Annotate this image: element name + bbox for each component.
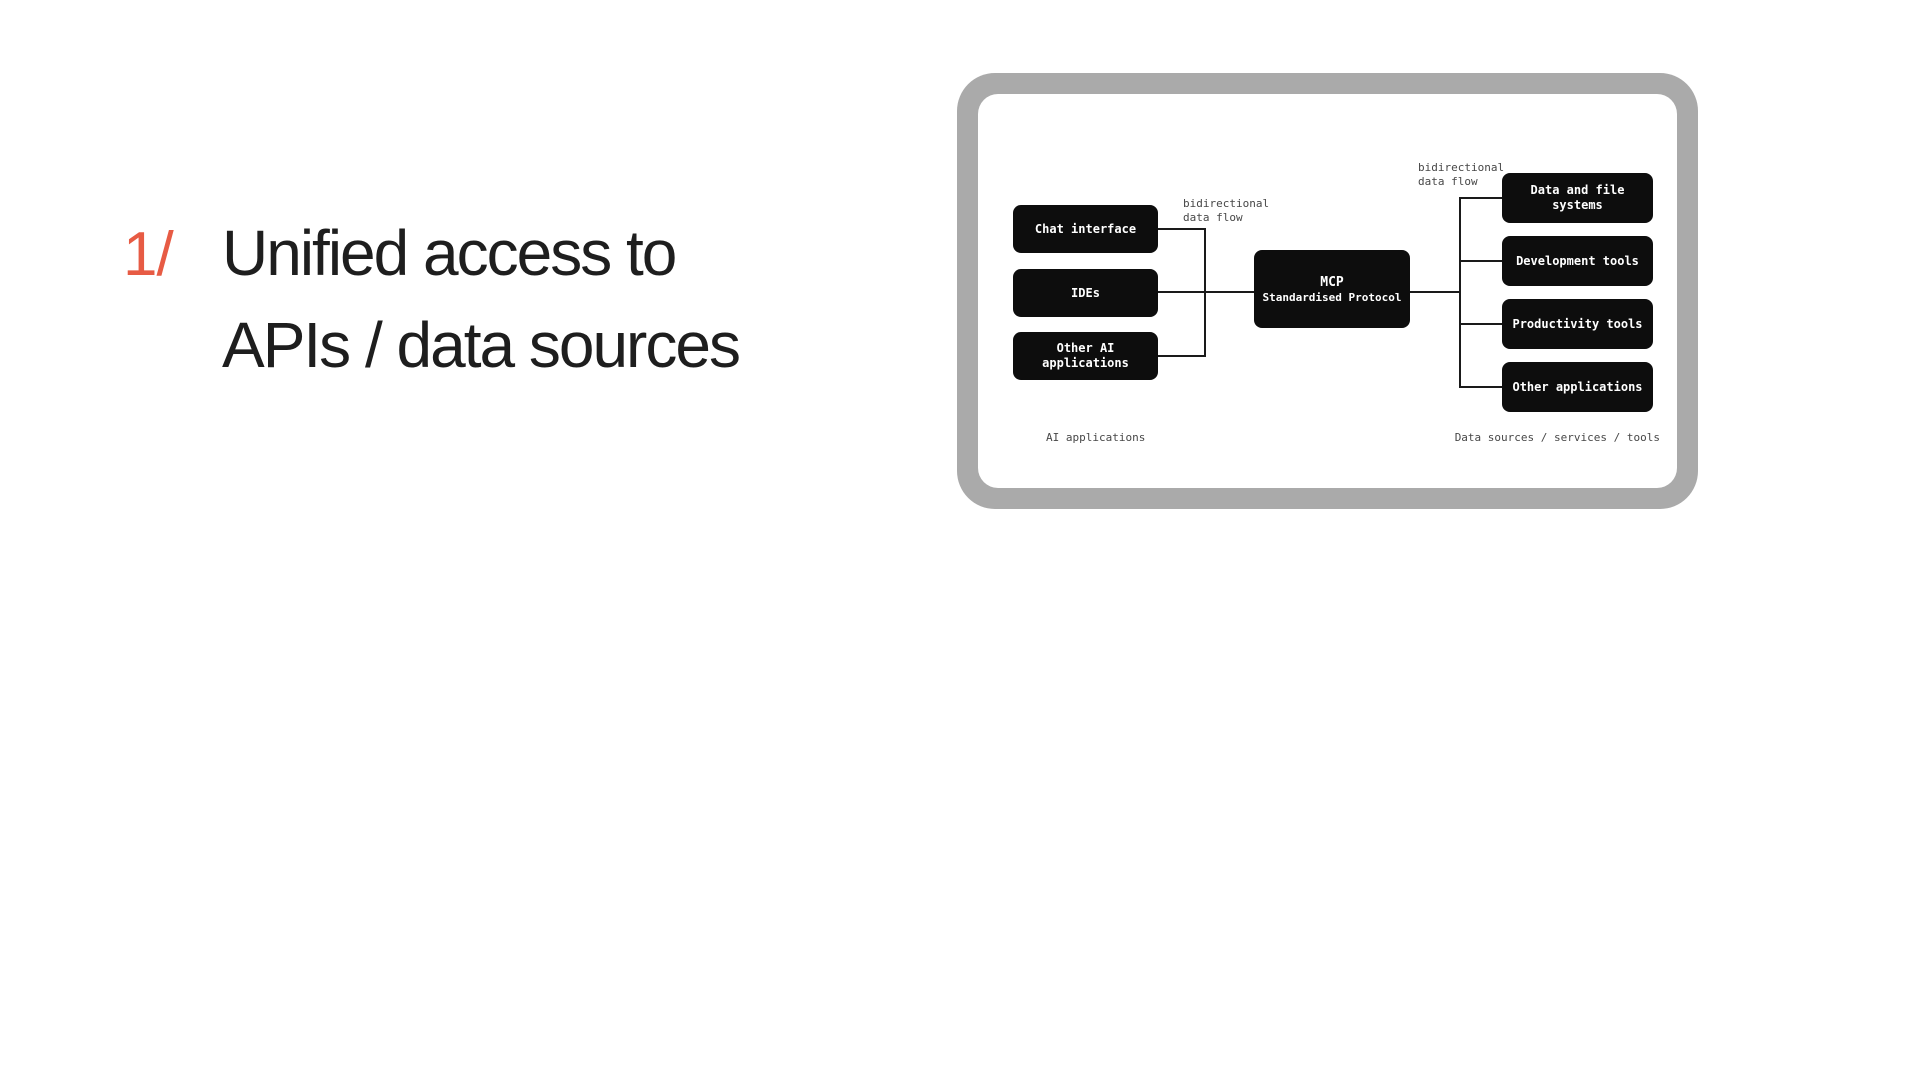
- connector-left-bus: [1204, 228, 1206, 357]
- connector-productivity-stub: [1460, 323, 1502, 325]
- connector-development-stub: [1460, 260, 1502, 262]
- connector-mcp-to-right-bus: [1410, 291, 1460, 293]
- connector-ides-to-mcp: [1158, 291, 1254, 293]
- node-data-and-file-systems: Data and file systems: [1502, 173, 1653, 223]
- mcp-hub-title: MCP: [1320, 274, 1344, 290]
- node-other-applications: Other applications: [1502, 362, 1653, 412]
- connector-other-ai-stub: [1158, 355, 1205, 357]
- node-other-ai-applications: Other AI applications: [1013, 332, 1158, 380]
- connector-chat-stub: [1158, 228, 1205, 230]
- connector-data-systems-stub: [1460, 197, 1502, 199]
- caption-data-sources: Data sources / services / tools: [1454, 431, 1660, 444]
- node-development-tools: Development tools: [1502, 236, 1653, 286]
- slide-title: Unified access to APIs / data sources: [222, 217, 741, 381]
- connector-other-apps-stub: [1460, 386, 1502, 388]
- node-ides: IDEs: [1013, 269, 1158, 317]
- mcp-hub-subtitle: Standardised Protocol: [1262, 290, 1402, 304]
- flow-label-left: bidirectional data flow: [1183, 197, 1270, 224]
- connector-right-bus: [1459, 197, 1461, 388]
- flow-label-right: bidirectional data flow: [1418, 161, 1505, 188]
- node-chat-interface: Chat interface: [1013, 205, 1158, 253]
- mcp-architecture-diagram: Chat interface IDEs Other AI application…: [957, 73, 1698, 509]
- node-productivity-tools: Productivity tools: [1502, 299, 1653, 349]
- slide-number: 1/: [123, 220, 174, 289]
- node-mcp-hub: MCP Standardised Protocol: [1254, 250, 1410, 328]
- caption-ai-applications: AI applications: [1046, 431, 1146, 444]
- diagram-frame: Chat interface IDEs Other AI application…: [957, 73, 1698, 509]
